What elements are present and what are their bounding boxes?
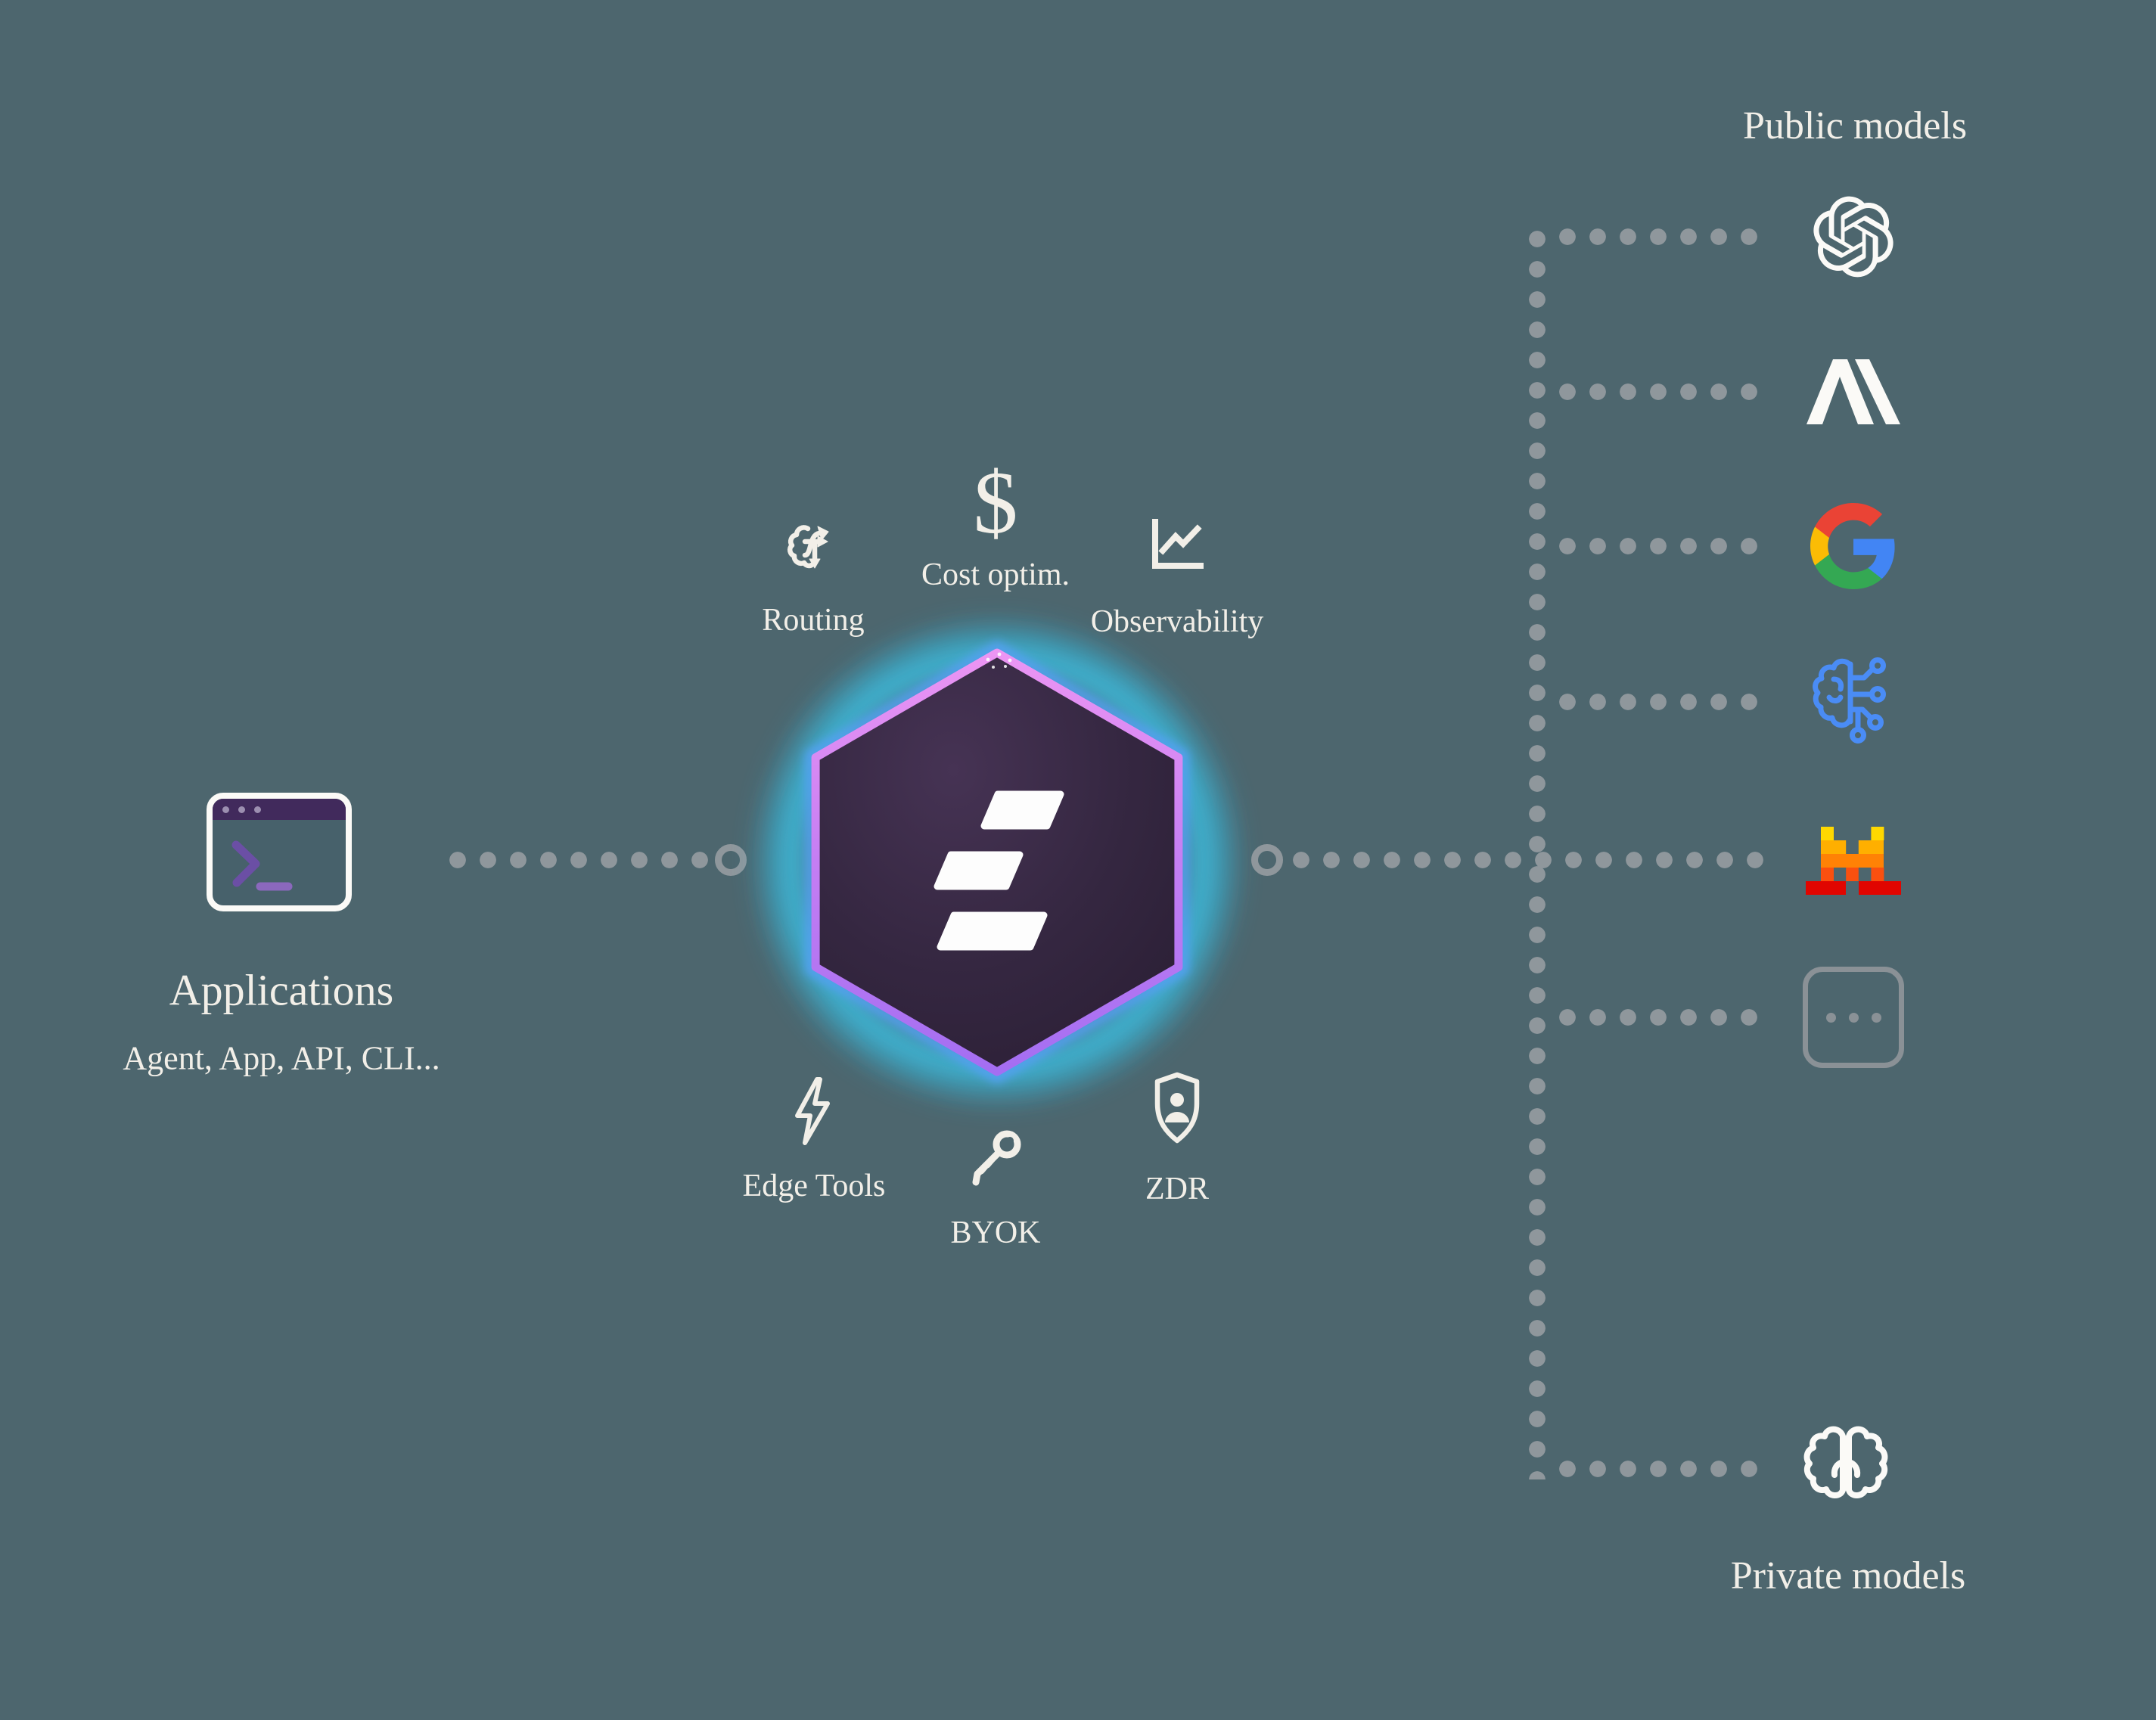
window-dot-icon (238, 806, 245, 813)
connector-apps-to-gateway (443, 852, 721, 868)
google-logo-icon (1810, 503, 1895, 589)
sparkles (986, 652, 1012, 669)
feature-label-byok: BYOK (950, 1215, 1041, 1250)
ai-brain-circuit-icon (1813, 657, 1886, 744)
hexagon-three-bars-logo (763, 629, 1231, 1096)
lightning-icon (795, 1077, 830, 1145)
openai-logo-icon (1813, 196, 1893, 278)
connector-branch-more (1552, 1009, 1770, 1026)
connector-trunk (1529, 224, 1546, 1479)
applications-title: Applications (169, 965, 394, 1015)
three-bars-glyph (934, 790, 1064, 951)
feature-label-edge-tools: Edge Tools (742, 1168, 886, 1203)
mistral-logo-icon (1806, 827, 1901, 895)
line-chart-icon (1152, 519, 1204, 569)
connector-branch-openai (1552, 228, 1770, 245)
anthropic-logo-icon (1807, 359, 1900, 424)
terminal-titlebar (213, 799, 346, 820)
applications-subtitle: Agent, App, API, CLI... (123, 1039, 440, 1077)
terminal-window-icon (207, 793, 352, 911)
shield-user-icon (1154, 1072, 1200, 1144)
window-dot-icon (254, 806, 261, 813)
window-dot-icon (222, 806, 229, 813)
feature-label-zdr: ZDR (1145, 1171, 1209, 1206)
connector-branch-private (1552, 1461, 1770, 1477)
blue-inner-glow (805, 641, 1189, 1083)
key-icon (972, 1130, 1021, 1186)
routing-brain-arrows-icon (787, 525, 829, 569)
connector-branch-ai-brain (1552, 694, 1770, 710)
feature-label-routing: Routing (762, 602, 865, 638)
connector-node-ring (715, 844, 747, 876)
ellipsis-box-icon (1803, 967, 1904, 1068)
dollar-icon: $ (973, 453, 1018, 552)
connector-branch-google (1552, 538, 1770, 554)
feature-label-observability: Observability (1090, 604, 1264, 639)
brain-icon (1803, 1426, 1888, 1498)
terminal-prompt-icon (231, 840, 293, 891)
feature-label-cost-optim: Cost optim. (921, 557, 1070, 592)
connector-branch-anthropic (1552, 383, 1770, 400)
connector-node-ring (1251, 844, 1283, 876)
public-models-title: Public models (1742, 104, 1968, 148)
private-models-title: Private models (1730, 1554, 1966, 1598)
